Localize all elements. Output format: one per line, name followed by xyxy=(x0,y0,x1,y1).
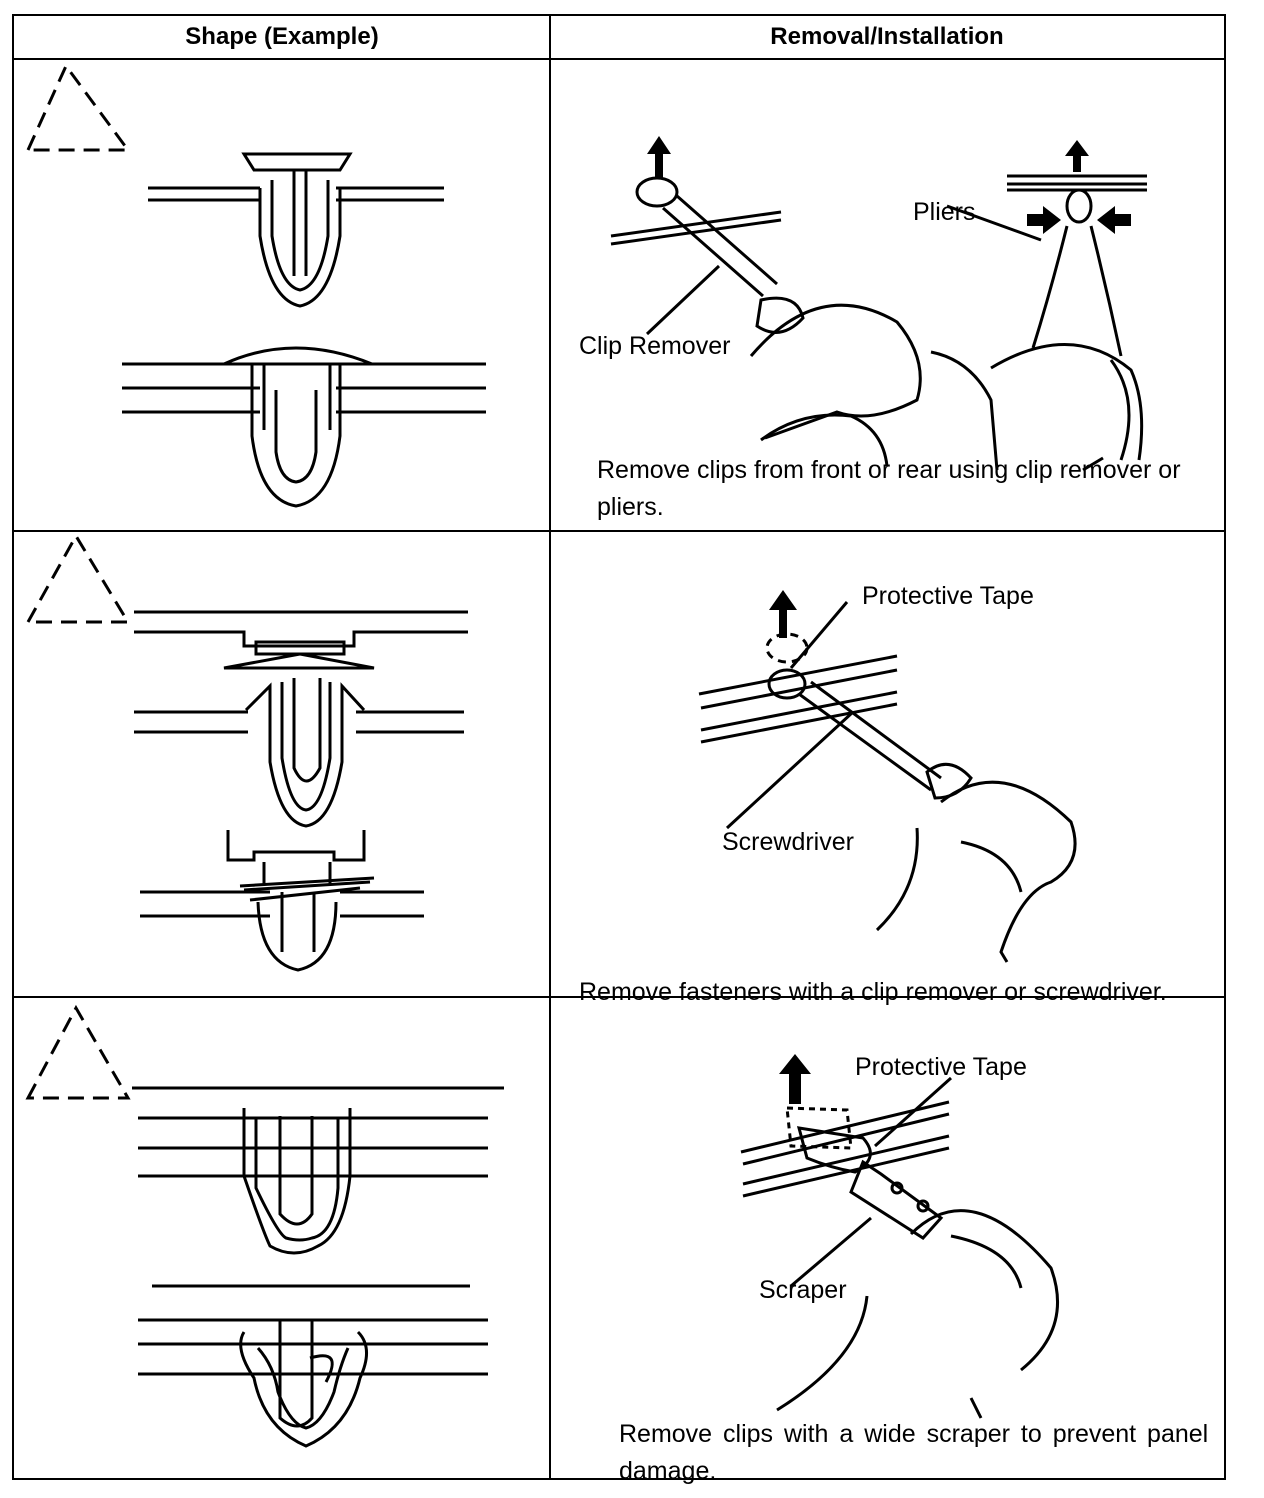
clip-remover-label: Clip Remover xyxy=(579,332,731,360)
row-1-caption: Remove clips from front or rear using cl… xyxy=(597,456,1181,521)
row-3-shape-cell xyxy=(14,998,549,1478)
row-2-removal-illustration xyxy=(698,590,1077,963)
row-2-removal-cell: Protective Tape Screwdriver Remove faste… xyxy=(551,532,1224,1006)
clip-removal-table: Shape (Example) Removal/Installation xyxy=(12,14,1226,1485)
row-divider xyxy=(14,996,1224,998)
header-shape-example: Shape (Example) xyxy=(14,16,550,60)
row-2-shape-cell xyxy=(14,532,549,996)
row-1-shape-cell xyxy=(14,60,549,530)
row-2-caption: Remove fasteners with a clip remover or … xyxy=(579,978,1167,1006)
pliers-label: Pliers xyxy=(913,198,976,226)
row-1-clip-illustration xyxy=(25,63,486,508)
row-3-removal-illustration xyxy=(740,1054,1059,1419)
protective-tape-label: Protective Tape xyxy=(862,582,1034,610)
row-1-removal-illustration xyxy=(610,136,1147,472)
row-2-fastener-illustration xyxy=(25,533,468,972)
row-3-removal-cell: Protective Tape Scraper Remove clips wit… xyxy=(551,998,1224,1485)
row-divider xyxy=(14,530,1224,532)
row-3-caption: Remove clips with a wide scraper to prev… xyxy=(619,1420,1209,1485)
row-1-removal-cell: Clip Remover Pliers Remove clips from fr… xyxy=(551,60,1224,530)
row-3-clip-illustration xyxy=(25,1004,504,1448)
screwdriver-label: Screwdriver xyxy=(722,828,854,856)
header-removal-installation: Removal/Installation xyxy=(550,16,1224,60)
column-divider xyxy=(549,16,551,1478)
scraper-label: Scraper xyxy=(759,1276,847,1304)
protective-tape-label: Protective Tape xyxy=(855,1053,1027,1081)
